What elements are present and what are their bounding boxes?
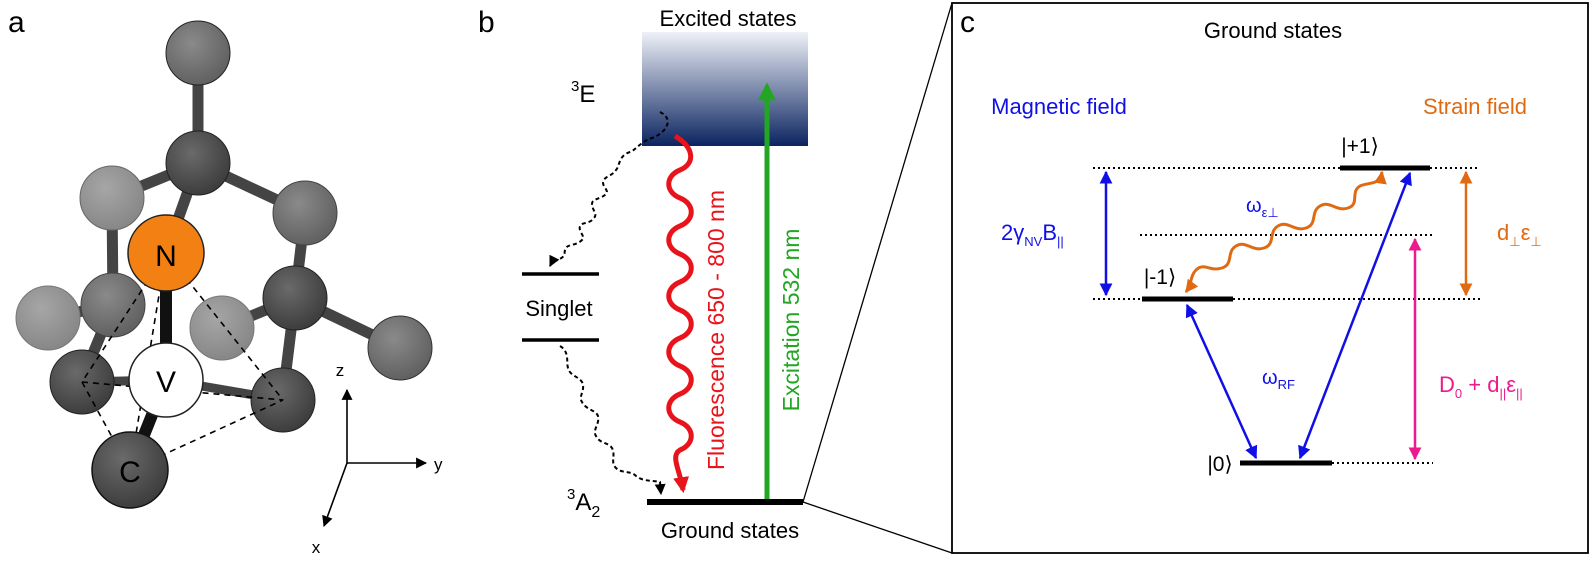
carbon-atom [189, 295, 255, 361]
level-minus1-label: |-1⟩ [1144, 266, 1176, 289]
fluorescence-arrow [666, 133, 694, 494]
nitrogen-label: N [155, 240, 177, 273]
panel-c-frame [951, 2, 1589, 554]
ground-states-title: Ground states [1204, 18, 1342, 43]
panel-b: b Excited states 3E Singlet Fluorescence… [478, 2, 953, 554]
strain-transition-arrow [1184, 170, 1387, 294]
zeeman-splitting-label: 2γNVB|| [1001, 220, 1064, 249]
fluorescence-label: Fluorescence 650 - 800 nm [703, 190, 729, 470]
rf-transition-minus1 [1185, 303, 1258, 460]
carbon-atom [15, 285, 81, 351]
ground-states-label: Ground states [661, 518, 799, 543]
excited-state-band [642, 32, 808, 146]
excited-states-title: Excited states [660, 6, 797, 31]
carbon-atom [272, 180, 338, 246]
intersystem-crossing-upper [549, 111, 669, 267]
panel-c: c Ground states Magnetic field Strain fi… [951, 2, 1589, 554]
carbon-atom [367, 315, 433, 381]
zoom-line-bottom [802, 501, 953, 554]
coordinate-axes [322, 388, 428, 528]
magnetic-field-label: Magnetic field [991, 94, 1127, 119]
carbon-atom [165, 130, 231, 196]
panel-c-label: c [960, 6, 975, 39]
omega-rf-label: ωRF [1262, 367, 1295, 392]
level-zero-label: |0⟩ [1207, 453, 1232, 476]
axis-x-label: x [312, 538, 321, 557]
panel-a: a [8, 6, 443, 557]
intersystem-crossing-lower [559, 345, 666, 496]
triplet-ground-label: 3A2 [567, 486, 600, 521]
excitation-label: Excitation 532 nm [778, 229, 804, 412]
carbon-label: C [119, 456, 141, 489]
triplet-excited-label: 3E [571, 78, 595, 108]
strain-splitting-label: d⊥ε⊥ [1497, 220, 1542, 249]
panel-b-label: b [478, 6, 495, 39]
zoom-line-top [802, 2, 953, 503]
zero-field-splitting-label: D0 + d||ε|| [1439, 372, 1523, 401]
carbon-atom-substituted [91, 431, 169, 509]
omega-strain-label: ωε⊥ [1246, 195, 1279, 220]
level-plus1-label: |+1⟩ [1341, 135, 1379, 158]
carbon-atom [262, 265, 328, 331]
nitrogen-atom [127, 214, 205, 292]
carbon-atom [165, 20, 231, 86]
panel-a-label: a [8, 6, 25, 39]
carbon-atom [79, 165, 145, 231]
vacancy-label: V [156, 366, 176, 399]
energy-guides [1093, 167, 1480, 464]
strain-field-label: Strain field [1423, 94, 1527, 119]
rf-transition-plus1 [1298, 171, 1412, 460]
axis-y-label: y [434, 455, 443, 474]
axis-z-label: z [336, 361, 345, 380]
carbon-atom [80, 272, 146, 338]
vacancy-site [128, 342, 204, 418]
singlet-label: Singlet [525, 296, 592, 321]
